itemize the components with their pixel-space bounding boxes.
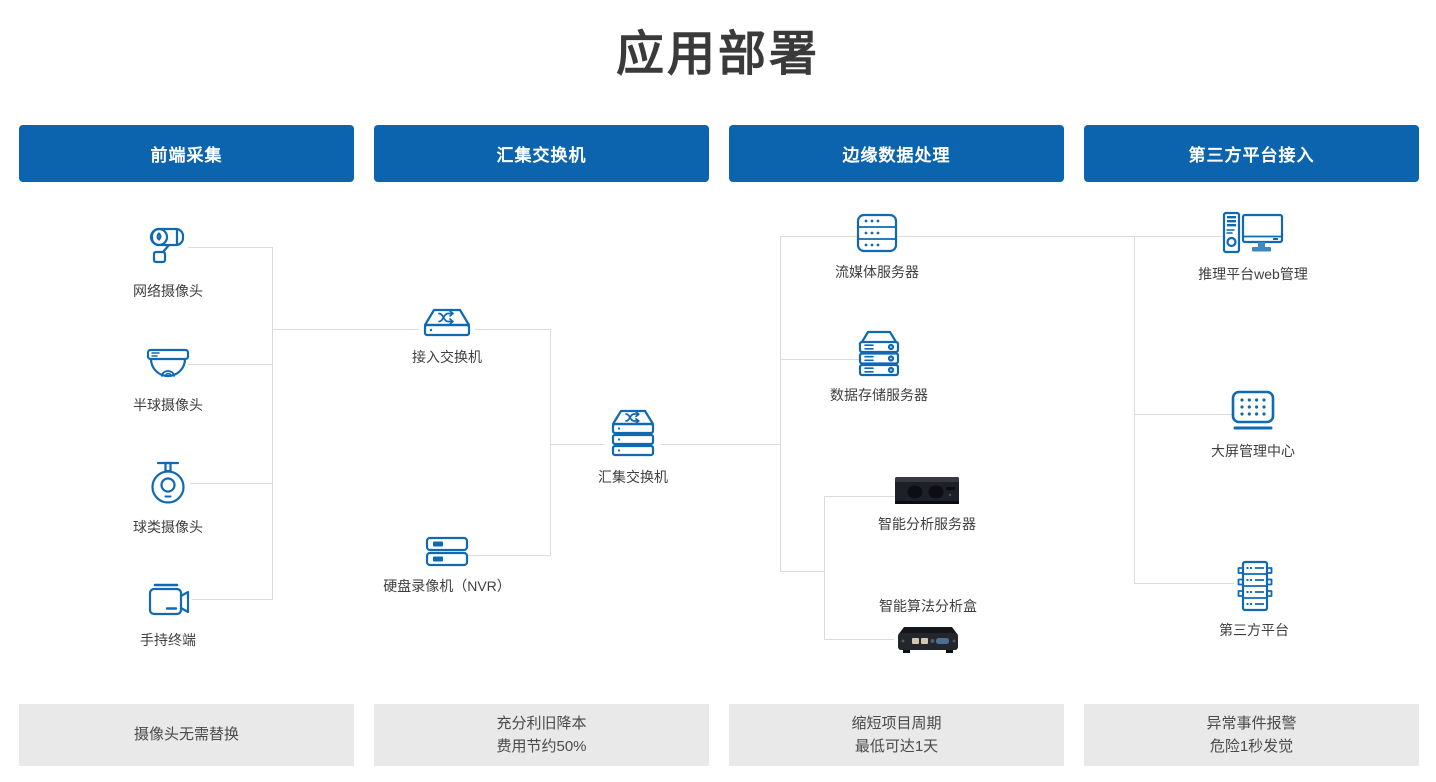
page-title: 应用部署 [615,28,820,81]
connector-line [550,329,551,556]
connector-line [780,236,860,237]
connector-line [780,236,781,572]
node-streaming-server: 流媒体服务器 [807,211,947,282]
connector-line [1134,236,1135,584]
benefit-line: 摄像头无需替换 [133,726,239,744]
node-storage-server: 数据存储服务器 [809,328,949,405]
benefit-line: 最低可达1天 [854,738,939,755]
node-label: 接入交换机 [412,349,482,365]
node-label: 硬盘录像机（NVR） [383,578,511,594]
node-label: 流媒体服务器 [835,264,919,280]
node-label: 网络摄像头 [133,283,203,299]
benefit-box-frontend: 摄像头无需替换 [19,704,354,766]
connector-line [1134,583,1234,584]
node-nvr: 硬盘录像机（NVR） [377,535,517,596]
connector-line [192,599,272,600]
benefit-line: 缩短项目周期 [851,714,942,732]
led-screen-icon [1231,390,1275,430]
node-label: 半球摄像头 [133,397,203,413]
connector-line [190,483,272,484]
connector-line [188,247,272,248]
benefit-line: 危险1秒发觉 [1209,738,1294,755]
node-analysis-server: 智能分析服务器 [857,475,997,534]
node-dome-camera: 半球摄像头 [98,346,238,415]
node-inference-web: 推理平台web管理 [1183,209,1323,284]
connector-line [550,444,780,445]
benefit-box-edge: 缩短项目周期 最低可达1天 [729,704,1064,766]
benefit-line: 异常事件报警 [1206,714,1297,732]
node-label: 汇集交换机 [598,469,668,485]
node-label: 智能分析服务器 [878,516,976,532]
ptz-camera-icon [151,461,185,504]
connector-line [272,329,550,330]
node-label: 推理平台web管理 [1198,266,1308,282]
video-camera-icon [148,583,190,616]
dome-camera-icon [146,348,190,378]
connector-line [824,496,895,497]
node-third-party: 第三方平台 [1184,559,1324,640]
benefit-line: 费用节约50% [496,738,587,755]
connector-line [272,247,273,600]
connector-line [824,496,825,640]
benefit-box-aggregation: 充分利旧降本 费用节约50% [374,704,709,766]
connector-line [467,555,550,556]
node-ball-camera: 球类摄像头 [98,458,238,537]
column-header-frontend-capture: 前端采集 [19,125,354,182]
connector-line [824,639,894,640]
connector-line [780,359,862,360]
rack-server-photo [895,477,959,504]
column-header-aggregation-switch: 汇集交换机 [374,125,709,182]
connector-line [895,236,1225,237]
node-algorithm-box: 智能算法分析盒 [858,596,998,656]
node-handheld-terminal: 手持终端 [98,581,238,650]
node-label: 数据存储服务器 [830,387,928,403]
node-label: 大屏管理中心 [1211,443,1295,459]
desktop-pc-icon [1222,211,1284,254]
analysis-box-photo [898,627,958,653]
media-server-icon [856,213,898,253]
column-header-third-party-access: 第三方平台接入 [1084,125,1419,182]
connector-line [780,571,825,572]
benefit-line: 充分利旧降本 [496,714,587,732]
connector-line [188,364,272,365]
server-rack-icon [1237,560,1273,612]
bullet-camera-icon [149,227,185,264]
benefit-box-thirdparty: 异常事件报警 危险1秒发觉 [1084,704,1419,766]
column-header-edge-processing: 边缘数据处理 [729,125,1064,182]
node-label: 手持终端 [140,632,196,648]
node-access-switch: 接入交换机 [377,306,517,367]
node-aggregation-switch: 汇集交换机 [563,408,703,487]
network-switch-icon [419,306,475,340]
node-label: 第三方平台 [1219,622,1289,638]
node-label: 智能算法分析盒 [879,598,977,614]
switch-stack-icon [605,408,661,460]
node-network-camera: 网络摄像头 [98,224,238,301]
nvr-icon [425,536,469,567]
node-label: 球类摄像头 [133,519,203,535]
node-big-screen: 大屏管理中心 [1183,388,1323,461]
connector-line [1134,414,1233,415]
storage-server-icon [858,330,900,377]
